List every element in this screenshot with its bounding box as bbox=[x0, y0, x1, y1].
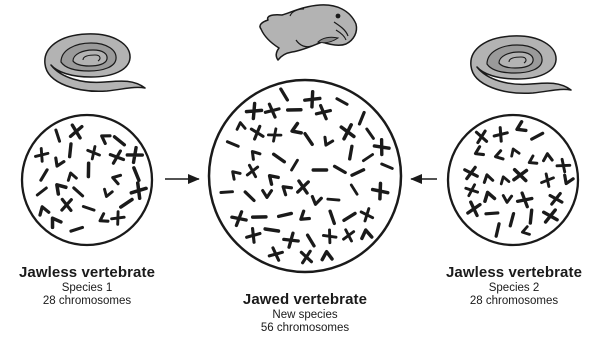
chromosome bbox=[221, 192, 233, 193]
chromosome bbox=[265, 229, 278, 231]
jawed-vertebrate-fish-icon bbox=[260, 5, 357, 60]
chromosome bbox=[530, 210, 531, 223]
caption-center: Jawed vertebrate New species 56 chromoso… bbox=[220, 292, 390, 335]
caption-title: Jawless vertebrate bbox=[7, 265, 167, 282]
caption-species: Species 1 bbox=[7, 282, 167, 295]
caption-title: Jawed vertebrate bbox=[220, 292, 390, 309]
jawless-vertebrate-eel-icon bbox=[471, 36, 571, 93]
chromosome bbox=[486, 213, 498, 214]
caption-chromosomes: 28 chromosomes bbox=[7, 295, 167, 308]
caption-chromosomes: 28 chromosomes bbox=[434, 295, 594, 308]
cell-nucleus-center bbox=[209, 80, 401, 272]
chromosome bbox=[70, 144, 71, 157]
jawless-vertebrate-eel-icon bbox=[45, 34, 145, 91]
caption-species: New species bbox=[220, 309, 390, 322]
caption-left: Jawless vertebrate Species 1 28 chromoso… bbox=[7, 265, 167, 308]
caption-right: Jawless vertebrate Species 2 28 chromoso… bbox=[434, 265, 594, 308]
caption-title: Jawless vertebrate bbox=[434, 265, 594, 282]
chromosome bbox=[328, 199, 339, 200]
chromosome bbox=[350, 146, 352, 159]
caption-species: Species 2 bbox=[434, 282, 594, 295]
caption-chromosomes: 56 chromosomes bbox=[220, 322, 390, 335]
